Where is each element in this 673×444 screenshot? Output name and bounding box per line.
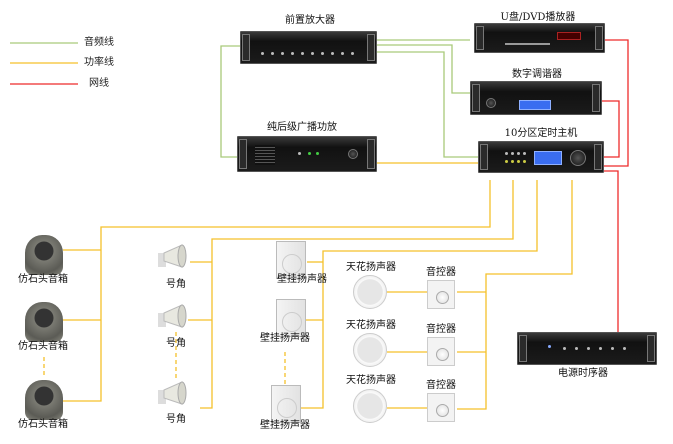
volume-control: [427, 280, 455, 309]
volume-control-label: 音控器: [426, 380, 456, 391]
stone-speaker-label: 仿石头音箱: [18, 419, 68, 430]
net-dvd-host: [604, 39, 629, 167]
stone-speaker: [25, 302, 63, 342]
preamp-label: 前置放大器: [285, 15, 335, 26]
horn-label: 号角: [166, 338, 186, 349]
net-host-sequencer: [604, 170, 619, 332]
ceiling-speaker: [353, 275, 387, 309]
host-label: 10分区定时主机: [504, 128, 578, 139]
ceiling-speaker-label: 天花扬声器: [346, 262, 396, 273]
audio-preamp-tuner: [376, 44, 471, 94]
wall-speaker-label: 壁挂扬声器: [260, 333, 310, 344]
wall-speaker: [276, 241, 306, 279]
audio-preamp-poweramp: [220, 45, 241, 158]
stone-speaker: [25, 235, 63, 275]
tuner-label: 数字调谐器: [512, 69, 562, 80]
audio-preamp-host: [376, 51, 479, 158]
horn-label: 号角: [166, 414, 186, 425]
stone-speaker: [25, 380, 63, 420]
zone-stone: [63, 180, 491, 402]
wall-speaker-label: 壁挂扬声器: [260, 420, 310, 431]
dvd-player-device: [474, 23, 605, 53]
wall-speaker-label: 壁挂扬声器: [277, 274, 327, 285]
ceiling-speaker-label: 天花扬声器: [346, 320, 396, 331]
power-amp-label: 纯后级广播功放: [267, 122, 337, 133]
tuner-device: [470, 81, 602, 115]
volume-control: [427, 337, 455, 366]
ceiling-speaker: [353, 333, 387, 367]
power-sequencer-device: [517, 332, 657, 365]
horn-speaker: [158, 244, 187, 268]
power-amp-device: [237, 136, 377, 172]
volume-control-label: 音控器: [426, 324, 456, 335]
ceiling-speaker-label: 天花扬声器: [346, 375, 396, 386]
ceiling-speaker: [353, 389, 387, 423]
preamp-device: [240, 31, 377, 64]
wall-speaker: [276, 299, 306, 337]
zone-timer-host-device: [478, 141, 604, 173]
volume-control-label: 音控器: [426, 267, 456, 278]
wall-speaker: [271, 385, 301, 423]
volume-control: [427, 393, 455, 422]
zone-wall: [300, 180, 538, 409]
legend-power-label: 功率线: [84, 57, 114, 68]
stone-speaker-label: 仿石头音箱: [18, 341, 68, 352]
net-tuner-host: [602, 100, 620, 158]
horn-speaker: [158, 381, 187, 405]
legend-audio-label: 音频线: [84, 37, 114, 48]
stone-speaker-label: 仿石头音箱: [18, 274, 68, 285]
zone-ceiling: [457, 180, 573, 410]
legend-network-label: 网线: [89, 78, 109, 89]
dvd-label: U盘/DVD播放器: [500, 12, 576, 23]
zone-horn: [200, 180, 514, 409]
sequencer-label: 电源时序器: [558, 368, 608, 379]
horn-speaker: [158, 304, 187, 328]
horn-label: 号角: [166, 279, 186, 290]
